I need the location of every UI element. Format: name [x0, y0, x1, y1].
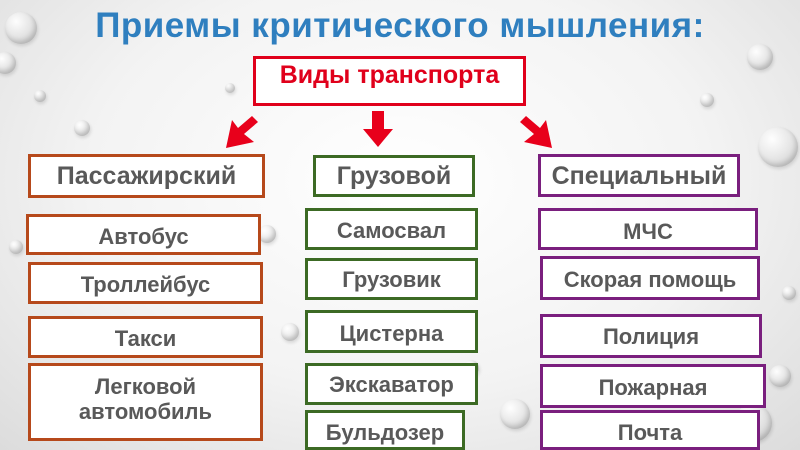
item-label: Такси: [114, 326, 177, 351]
category-box-cargo: Грузовой: [313, 155, 475, 197]
bubble-decoration: [258, 225, 276, 243]
bubble-decoration: [769, 365, 791, 387]
page-title: Приемы критического мышления:: [95, 6, 705, 45]
item-label: Грузовик: [342, 267, 441, 292]
category-label: Грузовой: [336, 162, 452, 190]
arrow-down-left-icon: [226, 116, 258, 148]
category-label: Специальный: [551, 162, 727, 190]
arrow-down-icon: [363, 111, 393, 147]
item-box: Автобус: [26, 214, 261, 255]
bubble-decoration: [747, 44, 773, 70]
item-box: Пожарная: [540, 364, 766, 408]
bubble-decoration: [34, 90, 46, 102]
item-box: Экскаватор: [305, 363, 478, 405]
bubble-decoration: [500, 399, 530, 429]
bubble-decoration: [225, 83, 235, 93]
item-label: Цистерна: [339, 321, 444, 346]
category-box-special: Специальный: [538, 154, 740, 197]
item-box: Легковой автомобиль: [28, 363, 263, 441]
item-box: МЧС: [538, 208, 758, 250]
item-label: Самосвал: [336, 218, 447, 243]
item-label: Полиция: [602, 324, 700, 349]
item-box: Почта: [540, 410, 760, 450]
category-box-passenger: Пассажирский: [28, 154, 265, 198]
item-label: Легковой автомобиль: [78, 374, 213, 425]
root-box: Виды транспорта: [253, 56, 526, 106]
bubble-decoration: [74, 120, 90, 136]
bubble-decoration: [782, 286, 796, 300]
item-box: Самосвал: [305, 208, 478, 250]
item-label: Автобус: [98, 224, 189, 249]
bubble-decoration: [758, 127, 798, 167]
item-box: Полиция: [540, 314, 762, 358]
bubble-decoration: [700, 93, 714, 107]
item-label: Почта: [617, 420, 683, 445]
item-label: МЧС: [623, 219, 673, 244]
item-box: Бульдозер: [305, 410, 465, 450]
category-label: Пассажирский: [56, 162, 237, 190]
item-label: Скорая помощь: [563, 267, 737, 292]
item-label: Бульдозер: [325, 420, 445, 445]
item-box: Скорая помощь: [540, 256, 760, 300]
item-box: Такси: [28, 316, 263, 358]
item-label: Пожарная: [598, 375, 708, 400]
item-box: Троллейбус: [28, 262, 263, 304]
item-box: Цистерна: [305, 310, 478, 353]
bubble-decoration: [5, 12, 37, 44]
item-label: Троллейбус: [80, 272, 211, 297]
item-box: Грузовик: [305, 258, 478, 300]
root-label: Виды транспорта: [279, 61, 500, 89]
item-label: Экскаватор: [329, 372, 454, 397]
bubble-decoration: [0, 52, 16, 74]
arrow-down-right-icon: [520, 116, 552, 148]
bubble-decoration: [9, 240, 23, 254]
bubble-decoration: [281, 323, 299, 341]
